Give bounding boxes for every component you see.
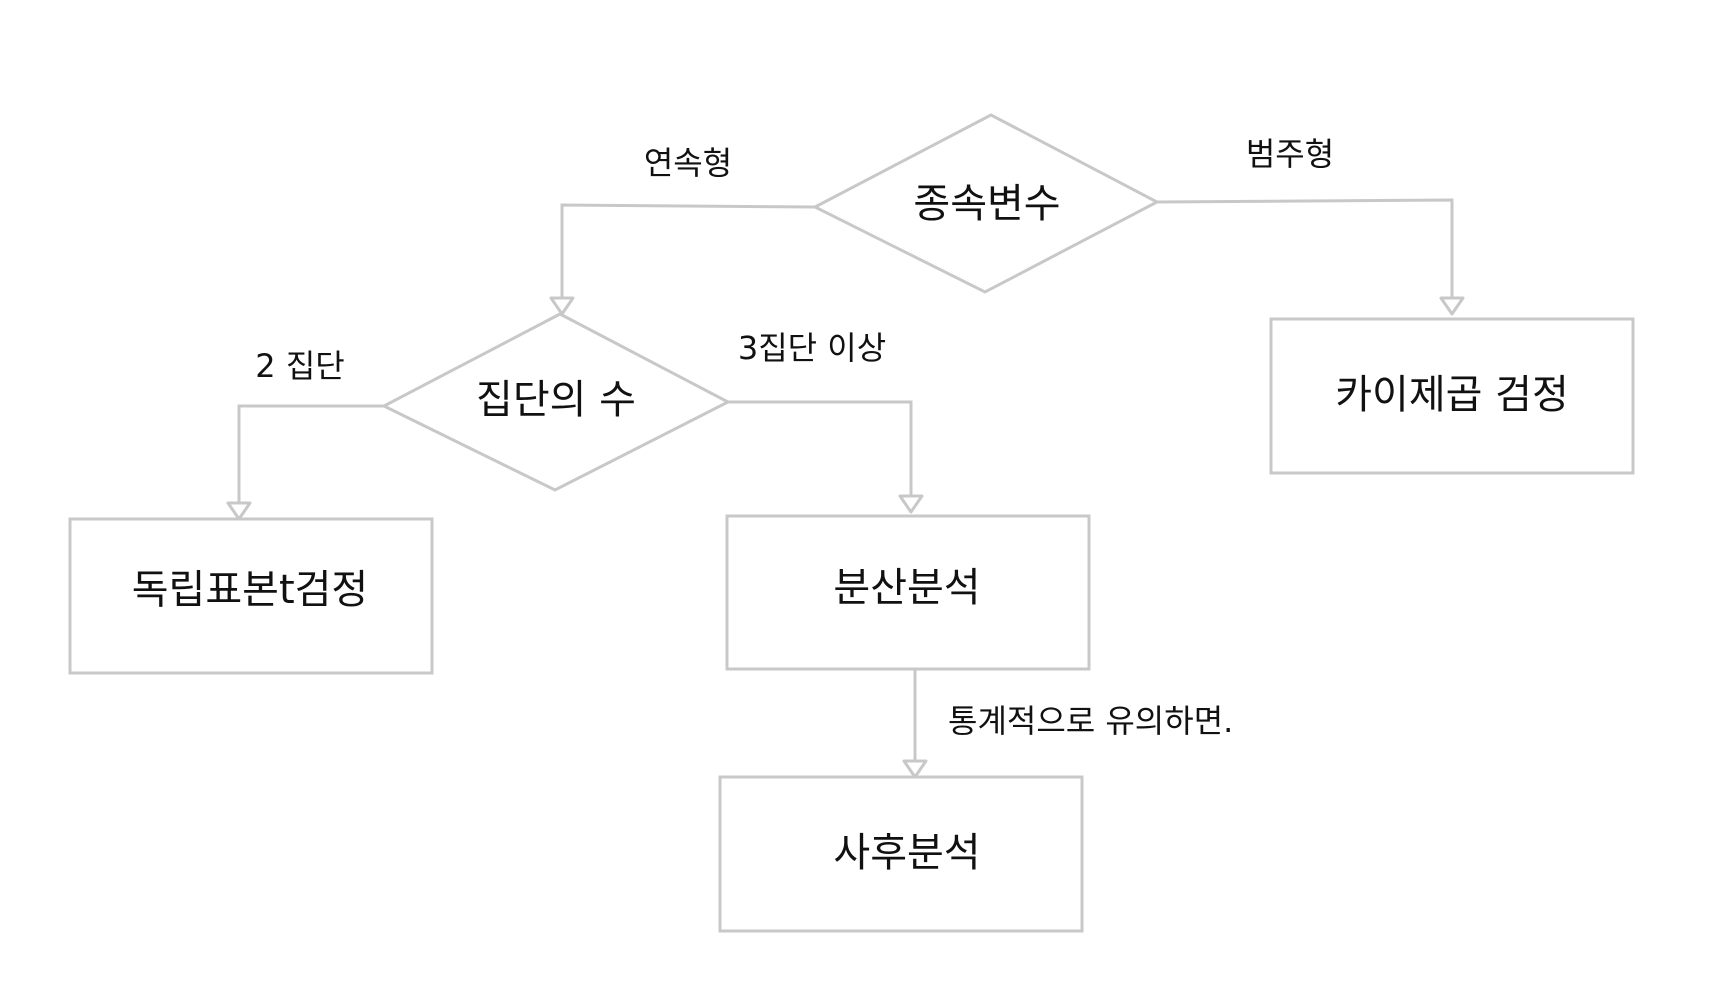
connector-two-groups	[237, 404, 384, 503]
arrowhead-two-groups	[226, 501, 252, 521]
edge-label-continuous: 연속형	[644, 144, 732, 182]
edge-label-two-groups: 2 집단	[255, 347, 344, 385]
connector-categorical	[1156, 198, 1454, 298]
edge-label-if-significant: 통계적으로 유의하면.	[948, 702, 1233, 740]
arrowhead-three-or-more	[898, 494, 924, 514]
arrowhead-if-significant	[902, 759, 928, 779]
label-post-hoc: 사후분석	[833, 830, 980, 876]
decision-group-count	[380, 312, 732, 492]
arrowhead-categorical	[1439, 296, 1465, 316]
box-anova	[725, 514, 1091, 671]
label-anova: 분산분석	[833, 565, 980, 611]
connector-three-or-more	[728, 400, 913, 496]
label-chi-square: 카이제곱 검정	[1335, 372, 1569, 418]
edge-label-three-or-more: 3집단 이상	[738, 329, 886, 367]
box-chi-square	[1269, 317, 1635, 475]
box-post-hoc	[718, 775, 1084, 933]
edge-label-categorical: 범주형	[1246, 135, 1334, 173]
arrowhead-continuous	[549, 296, 575, 316]
label-group-count: 집단의 수	[476, 377, 636, 423]
label-independent-t-test: 독립표본t검정	[132, 567, 368, 613]
connector-continuous	[560, 203, 816, 298]
label-dependent-variable: 종속변수	[913, 181, 1060, 227]
decision-dependent-variable	[811, 113, 1161, 294]
box-independent-t-test	[68, 517, 434, 675]
